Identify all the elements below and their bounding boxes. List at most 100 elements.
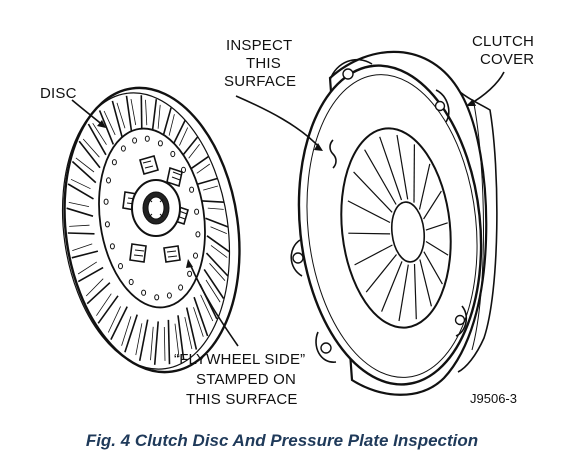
label-flywheel-line2: STAMPED ON bbox=[196, 371, 296, 388]
diaphragm-spring-fingers bbox=[347, 134, 449, 322]
disc-groove bbox=[70, 178, 91, 190]
disc-groove bbox=[82, 138, 100, 158]
disc-rivets bbox=[103, 135, 201, 301]
disc-groove bbox=[206, 235, 230, 253]
disc-groove bbox=[86, 282, 111, 305]
disc-groove bbox=[87, 123, 107, 156]
disc-groove bbox=[68, 202, 90, 207]
disc-groove bbox=[196, 163, 211, 174]
label-inspect-line1: INSPECT bbox=[226, 37, 292, 54]
disc-groove bbox=[138, 319, 149, 361]
disc-groove bbox=[209, 263, 226, 281]
disc-rivet bbox=[194, 208, 200, 215]
disc-groove bbox=[207, 207, 224, 210]
disc-rivet bbox=[128, 278, 134, 286]
disc-groove bbox=[103, 110, 116, 136]
disc-rivet bbox=[193, 252, 198, 259]
disc-groove bbox=[188, 144, 200, 159]
label-flywheel-line1: “FLYWHEEL SIDE” bbox=[174, 351, 305, 368]
disc-groove bbox=[153, 321, 159, 365]
disc-groove bbox=[203, 268, 225, 299]
disc-groove bbox=[110, 306, 128, 340]
clutch-cover bbox=[290, 50, 498, 396]
diaphragm-center bbox=[390, 201, 426, 263]
disc-groove bbox=[92, 122, 107, 145]
disc-rivet bbox=[166, 292, 172, 299]
disc-groove bbox=[145, 99, 148, 126]
disc-rivet bbox=[132, 137, 138, 144]
label-disc: DISC bbox=[40, 85, 77, 102]
disc-groove bbox=[78, 140, 101, 169]
disc-groove bbox=[124, 314, 138, 353]
disc-groove bbox=[172, 120, 186, 146]
disc-groove bbox=[75, 157, 95, 173]
disc-groove bbox=[125, 95, 133, 133]
disc-groove bbox=[140, 95, 143, 131]
disc-groove bbox=[71, 160, 97, 184]
disc-groove bbox=[203, 185, 219, 191]
diaphragm-finger bbox=[425, 222, 448, 231]
diaphragm-finger bbox=[379, 136, 403, 201]
leader-lines bbox=[71, 71, 505, 347]
disc-groove bbox=[205, 252, 229, 277]
disc-groove bbox=[193, 307, 204, 337]
disc-groove bbox=[77, 266, 104, 283]
diaphragm-finger bbox=[381, 261, 403, 312]
label-inspect-line2: THIS bbox=[246, 55, 281, 72]
diaphragm-finger bbox=[348, 232, 391, 235]
disc-groove bbox=[151, 99, 158, 133]
disc-rivet bbox=[181, 166, 186, 173]
diaphragm-finger bbox=[398, 264, 409, 322]
disc-groove bbox=[163, 326, 166, 361]
disc-rivet bbox=[157, 140, 163, 147]
diaphragm-finger bbox=[418, 163, 431, 210]
diaphragm-finger bbox=[413, 263, 417, 320]
diaphragm-finger bbox=[425, 240, 449, 256]
disc-groove bbox=[135, 323, 143, 356]
cover-mounting-tabs bbox=[290, 58, 468, 363]
label-cover-line2: COVER bbox=[480, 51, 534, 68]
disc-groove bbox=[210, 226, 227, 234]
diaphragm-finger bbox=[365, 254, 397, 293]
diaphragm-finger bbox=[396, 134, 409, 200]
disc-rivet bbox=[104, 221, 110, 228]
disc-groove bbox=[184, 317, 193, 350]
disc-groove bbox=[85, 278, 104, 297]
figure-caption: Fig. 4 Clutch Disc And Pressure Plate In… bbox=[85, 431, 479, 450]
disc-groove bbox=[181, 136, 199, 157]
disc-groove bbox=[72, 243, 93, 251]
disc-groove bbox=[116, 102, 126, 129]
damper-springs bbox=[122, 155, 189, 263]
disc-groove bbox=[200, 294, 214, 322]
disc-rivet bbox=[189, 186, 195, 193]
disc-groove bbox=[107, 306, 121, 333]
disc-groove bbox=[111, 100, 123, 137]
label-flywheel-line3: THIS SURFACE bbox=[186, 391, 298, 408]
disc-groove bbox=[205, 279, 221, 303]
disc-groove bbox=[174, 323, 180, 358]
disc-groove bbox=[189, 155, 210, 170]
disc-groove bbox=[96, 293, 112, 316]
disc-groove bbox=[121, 316, 132, 346]
diaphragm-finger bbox=[347, 200, 391, 224]
disc-groove bbox=[196, 177, 218, 186]
disc-groove bbox=[167, 319, 171, 365]
disc-groove bbox=[157, 104, 161, 129]
disc-groove bbox=[71, 250, 99, 259]
disc-rivet bbox=[103, 198, 109, 205]
diaphragm-finger bbox=[423, 251, 443, 285]
disc-rivet bbox=[111, 159, 117, 166]
disc-groove bbox=[67, 232, 95, 235]
disc-groove bbox=[162, 107, 172, 138]
disc-groove bbox=[98, 110, 115, 145]
disc-rivet bbox=[141, 289, 147, 296]
diaphragm-finger bbox=[423, 190, 442, 220]
disc-groove bbox=[177, 315, 185, 360]
disc-rivet bbox=[109, 243, 115, 250]
disc-groove bbox=[67, 183, 94, 200]
disc-rivet bbox=[120, 145, 126, 152]
disc-rim bbox=[61, 92, 231, 370]
disc-groove bbox=[97, 295, 119, 324]
disc-rivet bbox=[170, 150, 176, 158]
